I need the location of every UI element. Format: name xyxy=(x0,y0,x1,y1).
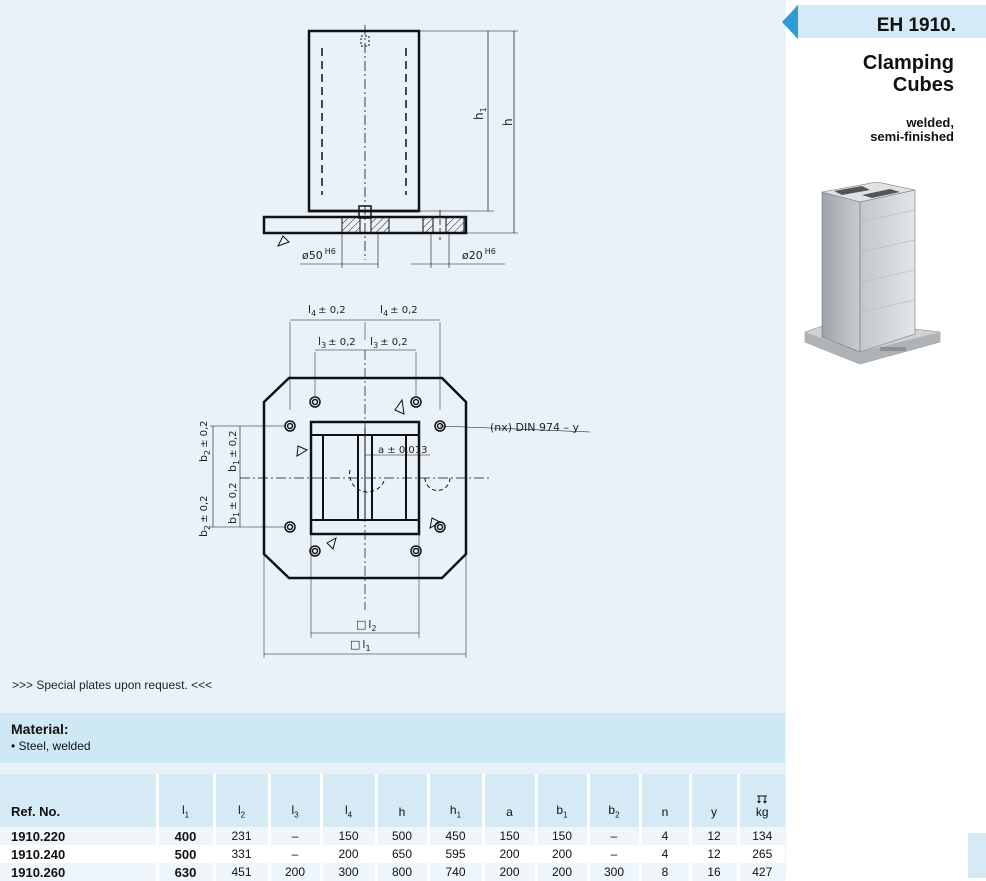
cell: 134 xyxy=(736,827,785,845)
cell: 8 xyxy=(638,863,690,881)
product-subtitle-line1: welded, xyxy=(906,115,954,130)
cell: 16 xyxy=(688,863,738,881)
cell: 451 xyxy=(212,863,269,881)
product-subtitle: welded, semi-finished xyxy=(870,116,954,144)
cell: 331 xyxy=(212,845,269,863)
table-row: 1910.240 500 331 – 200 650 595 200 200 –… xyxy=(0,845,785,863)
din-label: (nx) DIN 974 – y xyxy=(490,421,579,434)
material-item: • Steel, welded xyxy=(11,739,91,753)
header-h: h xyxy=(374,774,428,827)
dim-h1-label: h1 xyxy=(472,107,488,120)
cell: 740 xyxy=(426,863,483,881)
cell: 200 xyxy=(534,845,588,863)
cell-ref-no: 1910.220 xyxy=(0,827,157,845)
product-subtitle-line2: semi-finished xyxy=(870,129,954,144)
top-view xyxy=(210,319,591,658)
cell: 12 xyxy=(688,845,738,863)
dim-a-label: a ± 0,013 xyxy=(378,445,428,456)
cell: 12 xyxy=(688,827,738,845)
cell: 231 xyxy=(212,827,269,845)
dim-l3-right: l3± 0,2 xyxy=(370,335,408,350)
cell: 4 xyxy=(638,827,690,845)
dim-l1-label: □l1 xyxy=(350,638,371,653)
cell: 200 xyxy=(481,845,536,863)
cell: – xyxy=(267,827,321,845)
header-l3: l3 xyxy=(267,774,321,827)
side-strip xyxy=(968,833,986,878)
header-l4: l4 xyxy=(319,774,376,827)
cell: 4 xyxy=(638,845,690,863)
dim-l3-left: l3± 0,2 xyxy=(318,335,356,350)
material-title: Material: xyxy=(11,721,69,737)
dim-b2-lower: b2± 0,2 xyxy=(197,495,212,537)
dim-b2-upper: b2± 0,2 xyxy=(197,420,212,462)
dim-l4-left: l4± 0,2 xyxy=(308,303,346,318)
header-h1: h1 xyxy=(426,774,483,827)
cell: 150 xyxy=(534,827,588,845)
cell: 500 xyxy=(374,827,428,845)
product-code-tab: EH 1910. xyxy=(795,5,986,38)
clamping-cube-image xyxy=(804,182,941,365)
header-b1: b1 xyxy=(534,774,588,827)
dim-l4-right: l4± 0,2 xyxy=(380,303,418,318)
product-title: Clamping Cubes xyxy=(863,52,954,96)
special-plates-note: >>> Special plates upon request. <<< xyxy=(12,678,213,692)
table-header-row: Ref. No. l1 l2 l3 l4 h h1 a b1 b2 n y kg xyxy=(0,774,785,827)
cell: 800 xyxy=(374,863,428,881)
cell: – xyxy=(267,845,321,863)
cell: 200 xyxy=(319,845,376,863)
product-code: EH 1910. xyxy=(876,15,956,36)
cell: 300 xyxy=(319,863,376,881)
code-arrow-icon xyxy=(782,5,798,39)
cell: – xyxy=(586,827,640,845)
cell: 200 xyxy=(267,863,321,881)
cell: 150 xyxy=(319,827,376,845)
header-n: n xyxy=(638,774,690,827)
cell: 200 xyxy=(534,863,588,881)
cell: 500 xyxy=(155,845,214,863)
material-box: Material: • Steel, welded xyxy=(0,713,785,763)
dim-l2-label: □l2 xyxy=(356,618,377,633)
header-y: y xyxy=(688,774,738,827)
cell: 150 xyxy=(481,827,536,845)
cell: 427 xyxy=(736,863,785,881)
header-b2: b2 xyxy=(586,774,640,827)
dim-b1-upper: b1± 0,2 xyxy=(226,430,241,472)
header-ref-no: Ref. No. xyxy=(0,774,157,827)
cell: 400 xyxy=(155,827,214,845)
product-title-line2: Cubes xyxy=(892,74,954,96)
header-l1: l1 xyxy=(155,774,214,827)
header-kg: kg xyxy=(736,774,785,827)
cell-ref-no: 1910.260 xyxy=(0,863,157,881)
header-l2: l2 xyxy=(212,774,269,827)
cell: 265 xyxy=(736,845,785,863)
cell: 595 xyxy=(426,845,483,863)
cell: 450 xyxy=(426,827,483,845)
cell: 650 xyxy=(374,845,428,863)
dim-h-label: h xyxy=(501,118,515,126)
cell-ref-no: 1910.240 xyxy=(0,845,157,863)
cell: – xyxy=(586,845,640,863)
dim-b1-lower: b1± 0,2 xyxy=(226,482,241,524)
product-title-line1: Clamping xyxy=(862,52,954,74)
side-view xyxy=(262,25,518,268)
weight-icon xyxy=(757,795,768,804)
cell: 300 xyxy=(586,863,640,881)
table-row: 1910.260 630 451 200 300 800 740 200 200… xyxy=(0,863,785,881)
spec-table: Ref. No. l1 l2 l3 l4 h h1 a b1 b2 n y kg xyxy=(0,774,785,881)
header-a: a xyxy=(481,774,536,827)
table-row: 1910.220 400 231 – 150 500 450 150 150 –… xyxy=(0,827,785,845)
cell: 630 xyxy=(155,863,214,881)
cell: 200 xyxy=(481,863,536,881)
